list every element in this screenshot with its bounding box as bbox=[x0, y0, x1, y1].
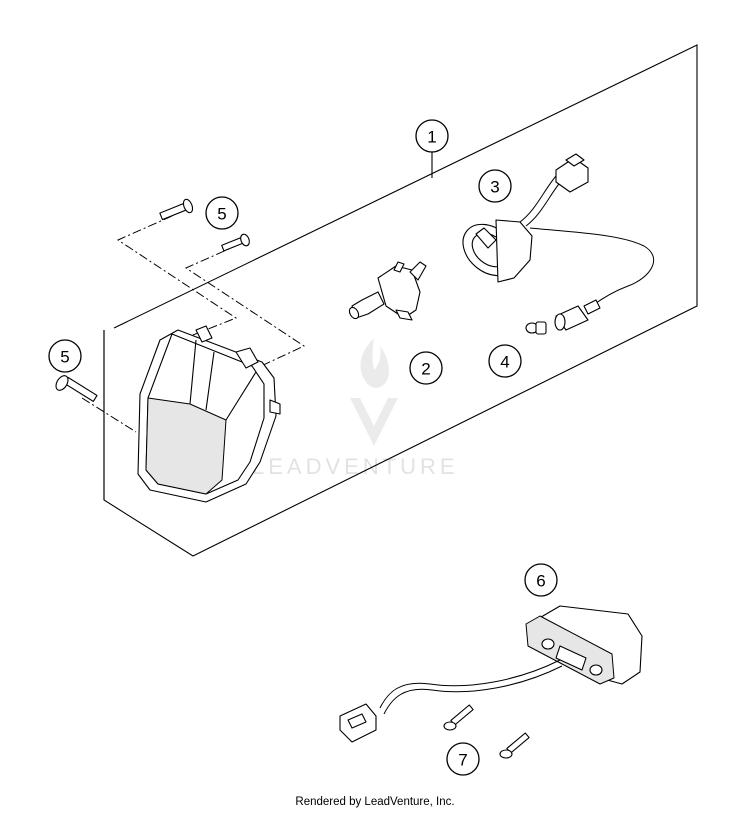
footer-credit: Rendered by LeadVenture, Inc. bbox=[295, 796, 455, 808]
tail-light-screw-1 bbox=[443, 704, 474, 731]
callout-3-label: 3 bbox=[490, 178, 499, 197]
callout-3: 3 bbox=[478, 169, 512, 203]
tail-light-connector bbox=[339, 703, 377, 743]
screw-upper-1 bbox=[159, 198, 194, 221]
tail-light-wire-2 bbox=[383, 665, 563, 715]
tail-light bbox=[525, 605, 643, 685]
screw-upper-2 bbox=[221, 233, 250, 252]
callout-4: 4 bbox=[488, 344, 522, 378]
watermark-flame-icon bbox=[350, 338, 398, 446]
screw-centerline-left bbox=[81, 397, 137, 433]
socket-wire-upper bbox=[519, 175, 557, 223]
socket-wire-lower bbox=[529, 227, 655, 307]
callout-1: 1 bbox=[415, 119, 449, 153]
callout-6-label: 6 bbox=[536, 572, 545, 591]
position-bulb bbox=[525, 321, 547, 335]
callout-1-label: 1 bbox=[427, 128, 436, 147]
callout-2: 2 bbox=[409, 351, 443, 385]
watermark-text: LEADVENTURE bbox=[252, 454, 459, 479]
callout-5-upper: 5 bbox=[205, 196, 239, 230]
socket-wire-upper-2 bbox=[525, 179, 563, 227]
screw-centerline-upper bbox=[116, 215, 238, 349]
position-bulb-holder bbox=[554, 299, 601, 331]
screw-left bbox=[55, 375, 98, 402]
headlight-housing bbox=[137, 325, 281, 503]
screw-centerline-lower bbox=[184, 243, 306, 375]
callout-5-left-label: 5 bbox=[60, 348, 69, 367]
callout-7: 7 bbox=[446, 742, 480, 776]
watermark: LEADVENTURE bbox=[252, 338, 459, 479]
callout-2-label: 2 bbox=[421, 360, 430, 379]
callout-5-left: 5 bbox=[48, 339, 82, 373]
callout-7-label: 7 bbox=[458, 751, 467, 770]
callout-6: 6 bbox=[524, 563, 558, 597]
callout-5-upper-label: 5 bbox=[217, 205, 226, 224]
callout-4-label: 4 bbox=[500, 353, 509, 372]
h4-bulb bbox=[348, 261, 427, 321]
socket-connector bbox=[555, 153, 589, 193]
tail-light-wire bbox=[379, 659, 561, 709]
tail-light-screw-2 bbox=[499, 732, 530, 759]
bulb-socket bbox=[462, 219, 533, 283]
